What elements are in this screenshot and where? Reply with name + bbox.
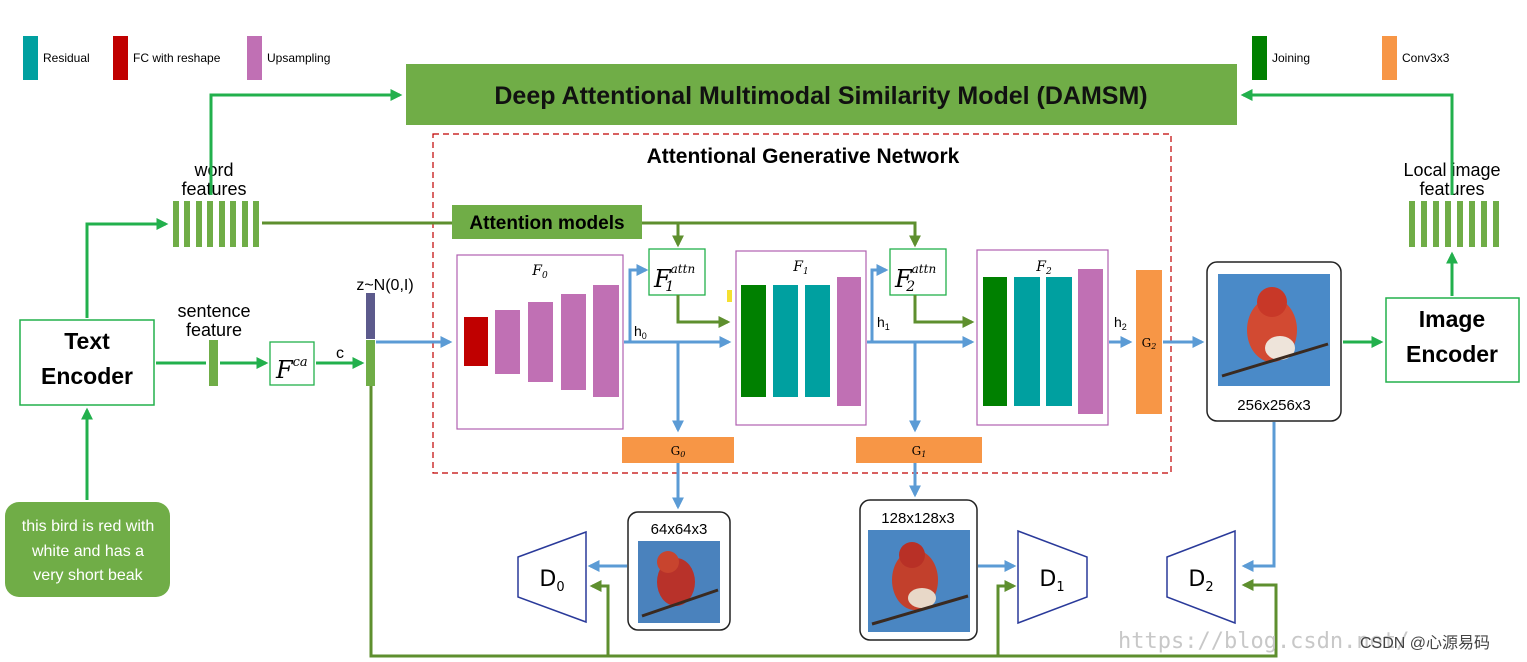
h2-label: h2 [1114, 314, 1127, 332]
f0-upsampling-block-3 [561, 294, 586, 390]
text-encoder-label-2: Encoder [41, 363, 133, 389]
sentence-feature-label-2: feature [186, 320, 242, 340]
g2-label: G2 [1142, 336, 1157, 351]
agn-dashed-box [432, 133, 1172, 474]
caption-line-3: very short beak [33, 567, 143, 584]
f2-upsampling-block [1078, 269, 1103, 414]
f1-residual-block-2 [805, 285, 830, 397]
f1-attn-box [648, 248, 706, 296]
legend-label-joining: Joining [1272, 51, 1310, 65]
fca-label: Fca [275, 355, 308, 384]
d1-discriminator: D1 [1017, 529, 1088, 625]
d1-label: D1 [1039, 567, 1064, 595]
legend-swatch-fc-reshape [113, 36, 128, 80]
g0-block [622, 437, 734, 463]
word-features-bars [173, 201, 259, 247]
arrow-image256-to-d2 [1241, 422, 1276, 572]
d0-label: D0 [539, 567, 564, 595]
f2-label: F2 [1035, 259, 1052, 277]
yellow-marker [727, 290, 732, 302]
legend-label-conv3x3: Conv3x3 [1402, 51, 1450, 65]
damsm-title: Deep Attentional Multimodal Similarity M… [494, 82, 1147, 110]
image-128-size-label: 128x128x3 [881, 510, 954, 527]
image-encoder-label-2: Encoder [1406, 341, 1498, 367]
arrow-f2attn-to-f2 [913, 295, 975, 328]
image-encoder-box [1385, 297, 1520, 383]
f1-label: F1 [792, 259, 808, 277]
agn-title: Attentional Generative Network [647, 145, 960, 168]
f2-residual-block-1 [1014, 277, 1040, 406]
legend-label-upsampling: Upsampling [267, 51, 330, 65]
text-encoder-box [19, 319, 155, 406]
g0-label: G0 [671, 444, 686, 459]
arrow-word-features-to-damsm [209, 89, 403, 195]
arrow-c-to-d2 [369, 386, 1278, 658]
arrow-encoder-to-word-features [85, 218, 169, 318]
legend: Residual FC with reshape Upsampling Join… [23, 36, 1450, 80]
word-features-label-2: features [181, 179, 246, 199]
d2-label: D2 [1188, 567, 1213, 595]
attention-models-label: Attention models [469, 213, 624, 234]
arrow-c-to-d1 [996, 580, 1017, 656]
f0-upsampling-block-4 [593, 285, 619, 397]
f1-residual-block-1 [773, 285, 798, 397]
f0-fc-reshape-block [464, 317, 488, 366]
f1-upsampling-block [837, 277, 861, 406]
word-features-label-1: word [193, 160, 233, 180]
arrow-h0-to-f1attn [628, 264, 649, 342]
image-64-card: 64x64x3 [627, 511, 731, 631]
local-image-features-bars [1409, 201, 1499, 247]
text-encoder-label-1: Text [64, 328, 110, 354]
f2-joining-block [983, 277, 1007, 406]
legend-label-fc-reshape: FC with reshape [133, 51, 221, 65]
arrow-attention-to-f2attn [678, 221, 921, 248]
attention-models-box [452, 205, 642, 239]
z-noise-label: z~N(0,I) [356, 277, 413, 294]
image-64-size-label: 64x64x3 [651, 521, 708, 538]
c-label: c [336, 345, 344, 362]
sentence-feature-bar [209, 340, 218, 386]
image-256-size-label: 256x256x3 [1237, 397, 1310, 414]
arrow-local-features-to-damsm [1240, 89, 1454, 195]
legend-swatch-joining [1252, 36, 1267, 80]
z-noise-bar [366, 293, 375, 339]
legend-swatch-conv3x3 [1382, 36, 1397, 80]
arrow-attention-to-f1attn [642, 221, 684, 248]
f2-residual-block-2 [1046, 277, 1072, 406]
f0-upsampling-block-1 [495, 310, 520, 374]
condition-feedback-lines [369, 386, 1278, 658]
g1-block [856, 437, 982, 463]
sentence-feature-label-1: sentence [177, 301, 250, 321]
damsm-box [406, 64, 1237, 125]
f1-joining-block [741, 285, 766, 397]
image-256-card: 256x256x3 [1206, 261, 1342, 422]
arrow-c-to-d0 [589, 580, 610, 656]
caption-box [5, 502, 170, 597]
f0-upsampling-block-2 [528, 302, 553, 382]
watermark-url: https://blog.csdn.net/ [1118, 629, 1409, 654]
arrow-f1attn-to-f1 [676, 295, 731, 328]
g2-block [1136, 270, 1162, 414]
d2-discriminator: D2 [1166, 529, 1236, 625]
legend-label-residual: Residual [43, 51, 90, 65]
arrow-h1-to-f2attn [870, 264, 889, 342]
image-encoder-label-1: Image [1419, 306, 1485, 332]
image-128-card: 128x128x3 [859, 499, 978, 641]
fca-box [269, 341, 315, 386]
f2-attn-box [889, 248, 947, 296]
g1-label: G1 [912, 444, 927, 459]
f0-label: F0 [531, 263, 548, 281]
h1-label: h1 [877, 314, 890, 332]
legend-swatch-residual [23, 36, 38, 80]
caption-line-1: this bird is red with [22, 518, 155, 535]
legend-swatch-upsampling [247, 36, 262, 80]
watermark-credit: CSDN @心源易码 [1360, 634, 1490, 652]
d0-discriminator: D0 [517, 530, 587, 624]
caption-line-2: white and has a [31, 543, 144, 560]
c-condition-bar [366, 340, 375, 386]
h0-label: h0 [634, 323, 647, 341]
